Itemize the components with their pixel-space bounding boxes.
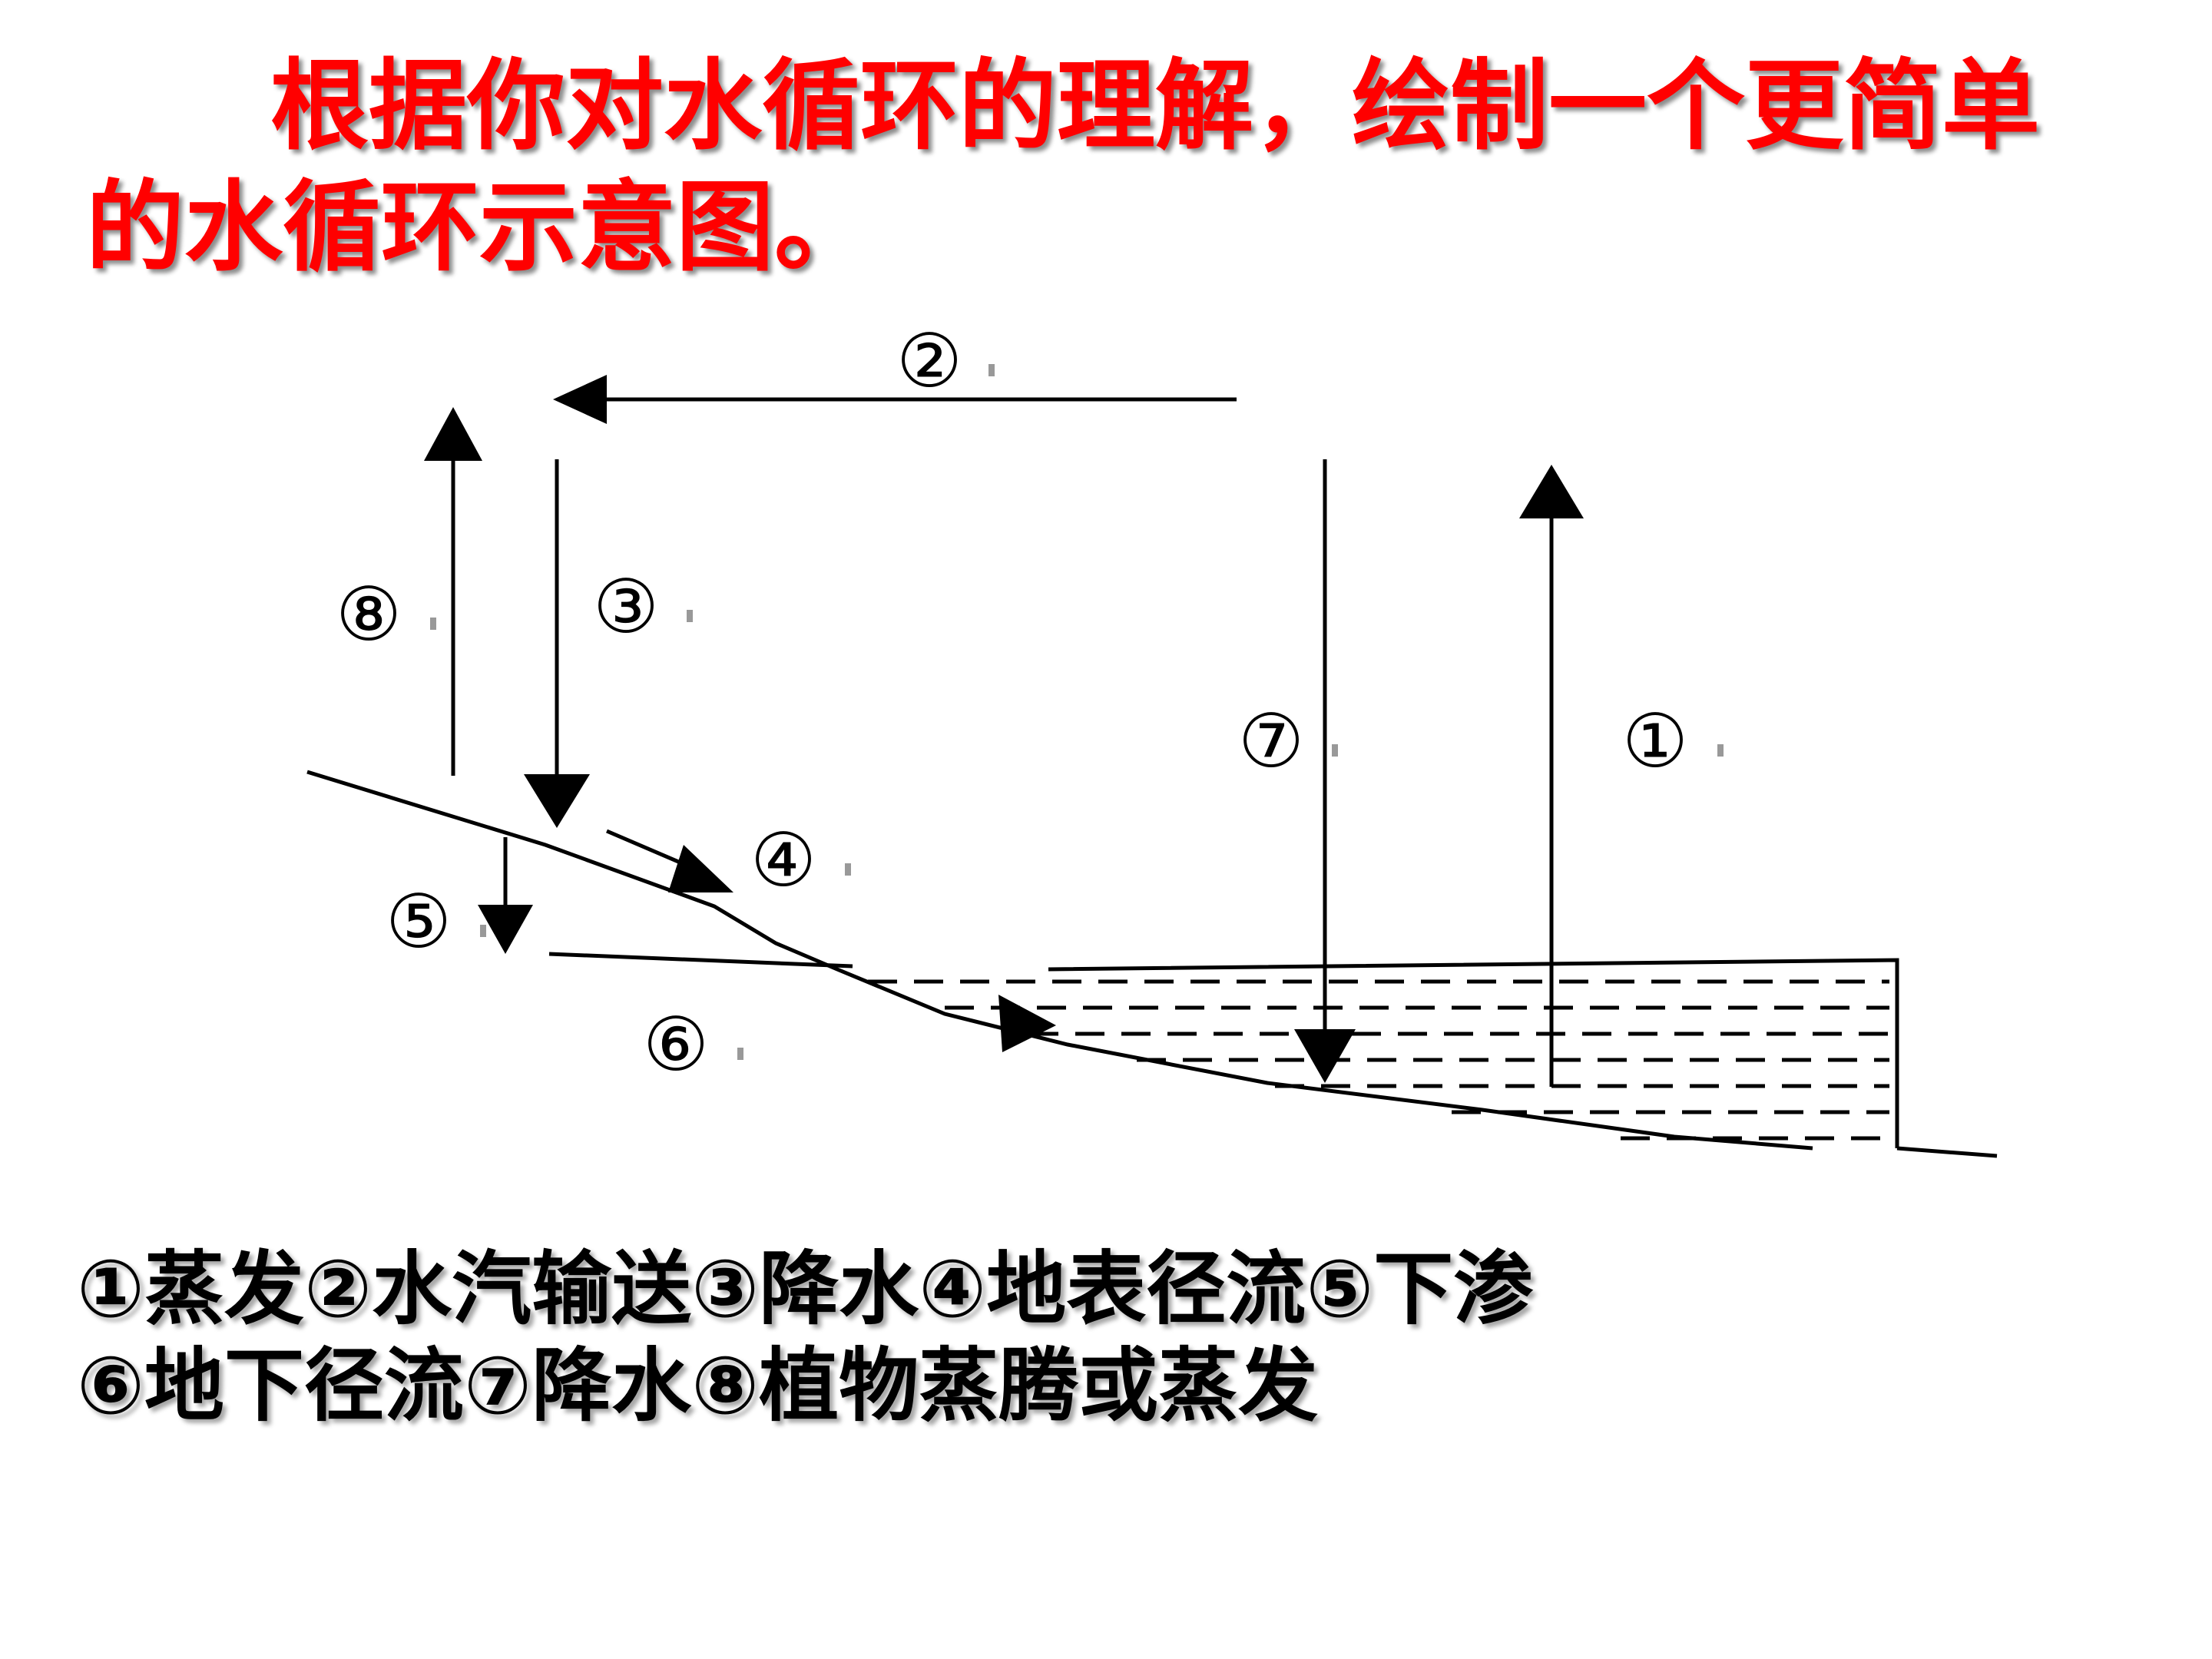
arrow-precipitation-sea	[1294, 459, 1356, 1083]
arrow-precipitation-land	[524, 459, 590, 828]
arrow-vapor-transport	[553, 375, 1237, 424]
label-7: ⑦	[1238, 698, 1304, 784]
label-6: ⑥	[643, 1002, 709, 1088]
label-2: ②	[896, 318, 962, 404]
label-3: ③	[593, 564, 659, 650]
label-1: ①	[1622, 698, 1688, 784]
arrow-groundwater-runoff	[998, 995, 1056, 1052]
land-surface	[306, 770, 1813, 1151]
water-cycle-diagram: ⑧ ② ③ ⑦ ① ④ ⑤ ⑥	[306, 318, 1998, 1158]
water-dashes	[868, 979, 1889, 1141]
arrow-infiltration	[478, 837, 533, 954]
page-title: 根据你对水循环的理解，绘制一个更简单的水循环示意图。	[86, 49, 2041, 285]
legend: ①蒸发②水汽输送③降水④地表径流⑤下渗 ⑥地下径流⑦降水⑧植物蒸腾或蒸发	[77, 1240, 2112, 1434]
arrow-transpiration	[424, 407, 482, 776]
legend-line-2: ⑥地下径流⑦降水⑧植物蒸腾或蒸发	[77, 1339, 1319, 1432]
water-body	[1048, 958, 1998, 1158]
label-8: ⑧	[336, 571, 402, 657]
arrow-evaporation	[1519, 465, 1584, 1087]
label-4: ④	[750, 817, 816, 903]
label-5: ⑤	[386, 879, 452, 965]
legend-line-1: ①蒸发②水汽输送③降水④地表径流⑤下渗	[77, 1242, 1534, 1336]
arrow-surface-runoff	[606, 829, 733, 892]
